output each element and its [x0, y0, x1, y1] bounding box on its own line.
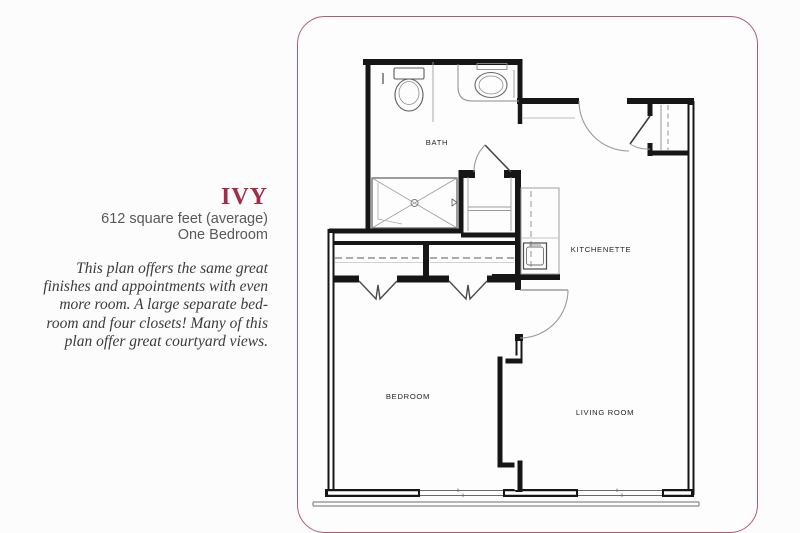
page-title: IVY	[220, 184, 268, 210]
description-line: This plan offers the same great	[76, 260, 268, 277]
window-2	[578, 490, 662, 496]
info-block: IVY 612 square feet (average) One Bedroo…	[36, 184, 268, 351]
description-line: room and four closets! Many of this	[46, 314, 268, 332]
description-line: plan offer great courtyard views.	[64, 332, 268, 350]
entry-door-arc	[578, 100, 630, 152]
bedroom-door-arc	[519, 289, 569, 339]
fixtures	[335, 62, 669, 275]
bath-door-leaf	[484, 144, 512, 173]
shower-fixture	[371, 177, 458, 229]
walls	[328, 59, 694, 290]
linen-closet-shelves	[467, 177, 512, 231]
window-1	[420, 490, 503, 496]
closet-rods	[335, 257, 514, 263]
kitchen-sink-fixture	[522, 242, 548, 270]
room-label-bath: BATH	[426, 138, 449, 147]
entry-closet-door-leaf	[629, 115, 651, 145]
doors	[358, 100, 651, 339]
entry-closet-shelves	[660, 105, 669, 150]
bedroom-count-text: One Bedroom	[177, 226, 268, 243]
bath-door-arc	[473, 144, 486, 173]
bathroom-sink-fixture	[457, 63, 519, 102]
bifold-closet-doors	[358, 280, 398, 301]
toilet-fixture	[382, 67, 425, 112]
kitchenette-counter	[520, 187, 560, 275]
plan-subtitle: 612 square feet (average) One Bedroom	[36, 211, 268, 243]
room-labels: BATH KITCHENETTE BEDROOM LIVING ROOM	[386, 138, 634, 417]
bifold-closet-doors	[448, 280, 488, 301]
description-line: more room. A large separate bed-	[59, 296, 268, 314]
square-feet-text: 612 square feet (average)	[101, 211, 268, 227]
description-line: finishes and appointments with even	[43, 278, 268, 296]
entry-closet-door-arc	[629, 143, 651, 150]
room-label-bedroom: BEDROOM	[386, 392, 430, 401]
room-label-kitchenette: KITCHENETTE	[571, 245, 631, 254]
room-label-living-room: LIVING ROOM	[576, 408, 634, 417]
exterior-walls	[325, 101, 695, 497]
windows	[312, 488, 700, 507]
plan-description: This plan offers the same great finishes…	[36, 260, 268, 351]
